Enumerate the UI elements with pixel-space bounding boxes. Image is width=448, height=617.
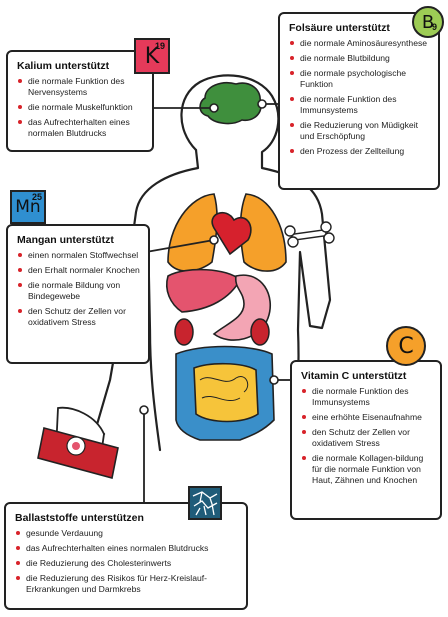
list-item: die normale psychologische Funktion (289, 68, 430, 90)
list-item: die normale Funktion des Nervensystems (17, 76, 144, 98)
list-item: die normale Bildung von Bindegewebe (17, 280, 140, 302)
kalium-number: 19 (154, 41, 165, 51)
list-item: die normale Blutbildung (289, 53, 430, 64)
juice-bottle (37, 427, 119, 479)
folsaeure-title: Folsäure unterstützt (289, 22, 390, 34)
bone-shape (284, 221, 335, 248)
brain-shape (199, 82, 262, 125)
list-item: gesunde Verdauung (15, 528, 238, 539)
vitamin-c-list: die normale Funktion des Immunsystems ei… (301, 386, 432, 486)
vitamin-c-title: Vitamin C unterstützt (301, 370, 407, 382)
ballaststoffe-info-box: Ballaststoffe unterstützen gesunde Verda… (4, 502, 248, 610)
connector-dots (139, 99, 279, 415)
list-item: einen normalen Stoffwechsel (17, 250, 140, 261)
kalium-symbol: K (144, 43, 160, 69)
small-intestine-shape (193, 362, 259, 423)
mangan-list: einen normalen Stoffwechsel den Erhalt n… (17, 250, 140, 328)
list-item: den Prozess der Zellteilung (289, 146, 430, 157)
folsaeure-number: 9 (431, 22, 437, 32)
list-item: die normale Funktion des Immunsystems (289, 94, 430, 116)
vitamin-c-badge: C (386, 326, 426, 366)
list-item: die Reduzierung des Cholesterinwerts (15, 558, 238, 569)
list-item: die Reduzierung von Müdigkeit und Erschö… (289, 120, 430, 142)
list-item: den Erhalt normaler Knochen (17, 265, 140, 276)
liver-shape (166, 268, 241, 313)
list-item: den Schutz der Zellen vor oxidativem Str… (17, 306, 140, 328)
ballaststoffe-title: Ballaststoffe unterstützen (15, 512, 144, 524)
folsaeure-info-box: Folsäure unterstützt die normale Aminosä… (278, 12, 440, 190)
list-item: eine erhöhte Eisenaufnahme (301, 412, 432, 423)
kalium-title: Kalium unterstützt (17, 60, 110, 72)
folsaeure-list: die normale Aminosäuresynthese die norma… (289, 38, 430, 157)
list-item: den Schutz der Zellen vor oxidativem Str… (301, 427, 432, 449)
list-item: die normale Muskelfunktion (17, 102, 144, 113)
folsaeure-badge: B 9 (412, 6, 444, 38)
list-item: das Aufrechterhalten eines normalen Blut… (15, 543, 238, 554)
mangan-title: Mangan unterstützt (17, 234, 114, 246)
left-lung-shape (167, 193, 218, 272)
list-item: die normale Kollagen-bildung für die nor… (301, 453, 432, 486)
ballaststoffe-list: gesunde Verdauung das Aufrechterhalten e… (15, 528, 238, 595)
right-kidney-shape (250, 318, 270, 346)
fiber-pattern-icon (192, 491, 218, 516)
ballaststoffe-badge (188, 486, 222, 520)
left-kidney-shape (174, 318, 194, 346)
list-item: das Aufrechterhalten eines normalen Blut… (17, 117, 144, 139)
kalium-info-box: Kalium unterstützt die normale Funktion … (6, 50, 154, 152)
mangan-badge: Mn 25 (10, 190, 46, 224)
list-item: die normale Funktion des Immunsystems (301, 386, 432, 408)
mangan-number: 25 (31, 192, 42, 202)
kalium-list: die normale Funktion des Nervensystems d… (17, 76, 144, 139)
kalium-badge: K 19 (134, 38, 170, 74)
mangan-symbol: Mn (15, 197, 41, 217)
heart-shape (211, 211, 252, 256)
vitamin-c-info-box: Vitamin C unterstützt die normale Funkti… (290, 360, 442, 520)
vitamin-c-symbol: C (398, 333, 414, 359)
folsaeure-symbol: B (421, 11, 435, 33)
mangan-info-box: Mangan unterstützt einen normalen Stoffw… (6, 224, 150, 364)
list-item: die Reduzierung des Risikos für Herz-Kre… (15, 573, 238, 595)
connector-lines (143, 103, 290, 502)
list-item: die normale Aminosäuresynthese (289, 38, 430, 49)
